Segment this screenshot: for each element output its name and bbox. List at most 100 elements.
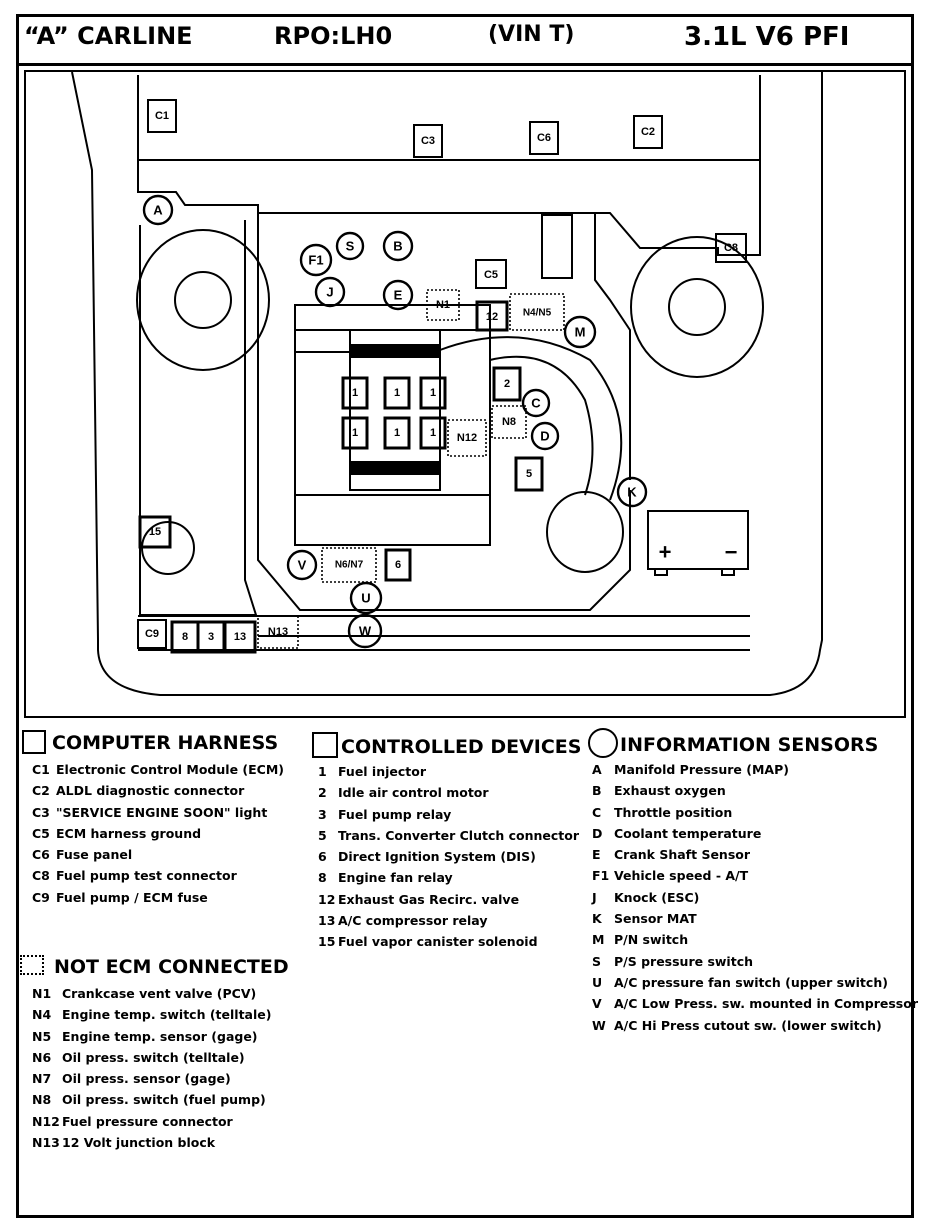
label-n1: N1 [436, 299, 450, 311]
engine-block [294, 304, 491, 546]
label-device-6: 6 [395, 559, 401, 571]
label-device-12: 12 [486, 311, 498, 323]
device-injector-3 [419, 376, 447, 410]
device-egr-valve [475, 300, 509, 332]
label-sensor-c: C [531, 396, 541, 411]
label-n4n5: N4/N5 [523, 308, 552, 319]
label-n6n7: N6/N7 [335, 560, 364, 571]
label-device-1b: 1 [394, 387, 400, 399]
body-outline [71, 71, 823, 696]
sensor-ps-pressure [335, 231, 365, 261]
connector-c8 [715, 233, 747, 263]
sensor-throttle-position [521, 388, 551, 418]
air-cleaner [546, 491, 624, 573]
sensor-mat [616, 476, 648, 508]
junction-block-box [257, 615, 299, 649]
label-sensor-u: U [361, 591, 370, 606]
sensor-crankshaft [382, 279, 414, 311]
label-device-1c: 1 [430, 387, 436, 399]
oil-press-switch-fp-box [491, 405, 527, 439]
cowl-panel [137, 75, 761, 256]
controlled-devices-title: CONTROLLED DEVICES [341, 736, 582, 758]
not-ecm-title: NOT ECM CONNECTED [54, 956, 289, 978]
battery [647, 510, 749, 570]
pcv-valve-box [426, 289, 460, 321]
label-c5: C5 [484, 269, 498, 281]
label-sensor-f1: F1 [308, 253, 323, 268]
sensor-map [142, 194, 174, 226]
intake-plenum [439, 336, 623, 501]
label-device-8: 8 [182, 631, 188, 643]
device-canister-solenoid [138, 515, 172, 549]
label-sensor-m: M [575, 325, 586, 340]
label-device-13: 13 [234, 631, 246, 643]
engine-temp-switches-box [509, 293, 565, 331]
engine-spec: 3.1L V6 PFI [684, 22, 850, 52]
battery-minus: − [725, 540, 738, 565]
label-n8: N8 [502, 416, 516, 428]
label-sensor-w: W [359, 624, 372, 639]
diagram-frame [24, 70, 906, 718]
controlled-devices-symbol [312, 732, 338, 758]
device-injector-2 [383, 376, 411, 410]
rpo-code: RPO:LH0 [274, 22, 393, 50]
connector-c2 [633, 115, 663, 149]
label-sensor-k: K [627, 485, 637, 500]
label-sensor-e: E [394, 288, 403, 303]
label-device-1e: 1 [394, 427, 400, 439]
carline-label: “A” CARLINE [24, 22, 193, 50]
device-injector-1 [341, 376, 369, 410]
sensor-ac-low-press [286, 549, 318, 581]
label-n13: N13 [268, 626, 288, 638]
label-device-15: 15 [149, 526, 161, 538]
connector-c3 [413, 124, 443, 158]
harness-symbol [22, 730, 46, 754]
page-frame [16, 14, 914, 1218]
right-strut-tower [630, 236, 764, 378]
label-device-1d: 1 [352, 427, 358, 439]
sensor-ac-hi-press [347, 613, 383, 649]
label-c1: C1 [155, 110, 169, 122]
label-sensor-s: S [346, 239, 355, 254]
device-injector-5 [383, 416, 411, 450]
label-c8: C8 [724, 242, 738, 254]
label-sensor-b: B [393, 239, 402, 254]
header-bar: “A” CARLINE RPO:LH0 (VIN T) 3.1L V6 PFI [16, 14, 914, 66]
label-c6: C6 [537, 132, 551, 144]
battery-plus: + [659, 540, 672, 565]
label-n12: N12 [457, 432, 477, 444]
label-c3: C3 [421, 135, 435, 147]
label-device-1a: 1 [352, 387, 358, 399]
